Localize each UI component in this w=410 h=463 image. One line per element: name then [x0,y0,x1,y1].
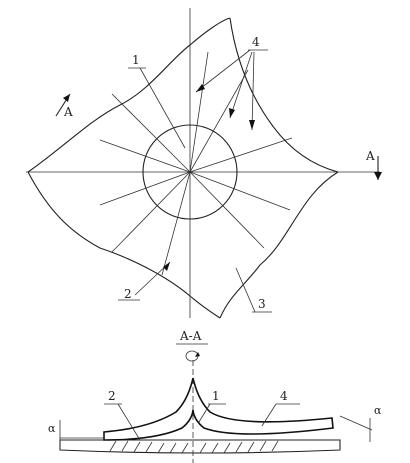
section-callout-4-leader [261,403,277,427]
left-panel [103,377,334,441]
radial-line-10 [189,51,209,173]
radial-line-4 [111,171,191,253]
section-marker-right-arrow [374,172,382,180]
radial-line-6 [189,171,265,249]
section-title: A-A [179,329,202,343]
callout-4-leader-b [229,51,253,119]
radial-line-8 [189,137,293,173]
center-circle [142,124,238,220]
curved-star-outline [27,17,339,319]
callout-3-label: 3 [258,297,266,311]
callout-1-leader [139,67,186,149]
callout-2-label: 2 [124,287,132,301]
radial-line-1 [111,93,191,173]
section-callout-1-leader [198,403,211,423]
section-marker-left-arrow [63,94,70,102]
arrowhead-4c [249,120,255,130]
arrowhead-2 [163,262,170,271]
callout-4-leader-a [195,49,251,93]
section-callout-2-leader [117,403,141,441]
plan-view: 1 4 2 3 A A [26,8,382,319]
section-callout-1-label: 1 [212,389,220,403]
angle-left-label: α [48,422,56,435]
base-hatching [109,440,279,454]
arrowhead-4a [196,84,205,92]
callout-1-label: 1 [132,53,140,67]
radial-line-9 [189,69,249,173]
base-plate-top [59,439,341,454]
callout-4-leader-c [251,51,255,131]
angle-right-ref [339,415,373,431]
section-callout-2-label: 2 [108,389,116,403]
radial-line-7 [189,171,291,211]
section-marker-right-label: A [365,149,375,163]
section-callout-4-label: 4 [280,389,288,403]
section-marker-left-label: A [63,105,73,119]
arrowhead-4b [229,108,235,118]
callout-4-label: 4 [252,35,260,49]
radial-line-3 [99,171,191,206]
section-view: A-A 2 [48,329,382,463]
angle-right-label: α [374,404,382,417]
callout-3-leader [235,267,256,313]
rotation-icon-arrow [195,352,200,357]
radial-line-5 [161,171,191,276]
radial-line-2 [99,139,191,173]
